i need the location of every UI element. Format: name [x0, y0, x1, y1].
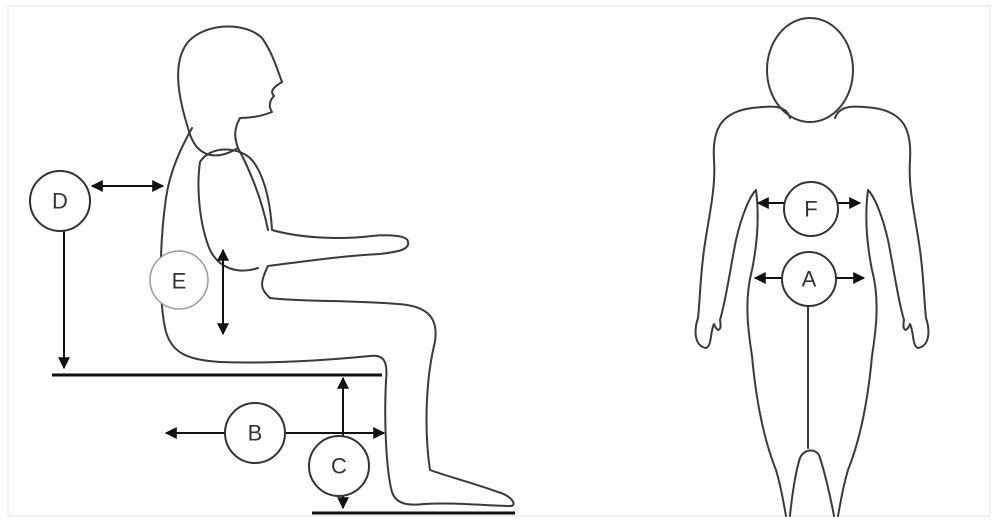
- standing-head-outline: [767, 18, 853, 122]
- label-b-text: B: [248, 421, 263, 446]
- seated-torso-inner: [198, 162, 258, 271]
- standing-body-outline: [696, 107, 929, 516]
- image-frame: [8, 6, 990, 516]
- label-a-text: A: [802, 267, 817, 292]
- label-f-text: F: [804, 197, 817, 222]
- label-e-text: E: [172, 269, 187, 294]
- seated-arm-outline: [200, 149, 408, 298]
- label-f-badge: F: [784, 182, 838, 236]
- seated-figure: [161, 26, 514, 506]
- label-d-badge: D: [30, 171, 90, 231]
- seated-body-outline: [178, 26, 282, 155]
- label-d-text: D: [52, 189, 68, 214]
- label-c-text: C: [331, 454, 347, 479]
- standing-inner-legs: [790, 451, 834, 517]
- label-a-badge: A: [782, 252, 836, 306]
- label-b-badge: B: [225, 403, 285, 463]
- label-e-badge: E: [150, 251, 208, 309]
- label-c-badge: C: [309, 436, 369, 496]
